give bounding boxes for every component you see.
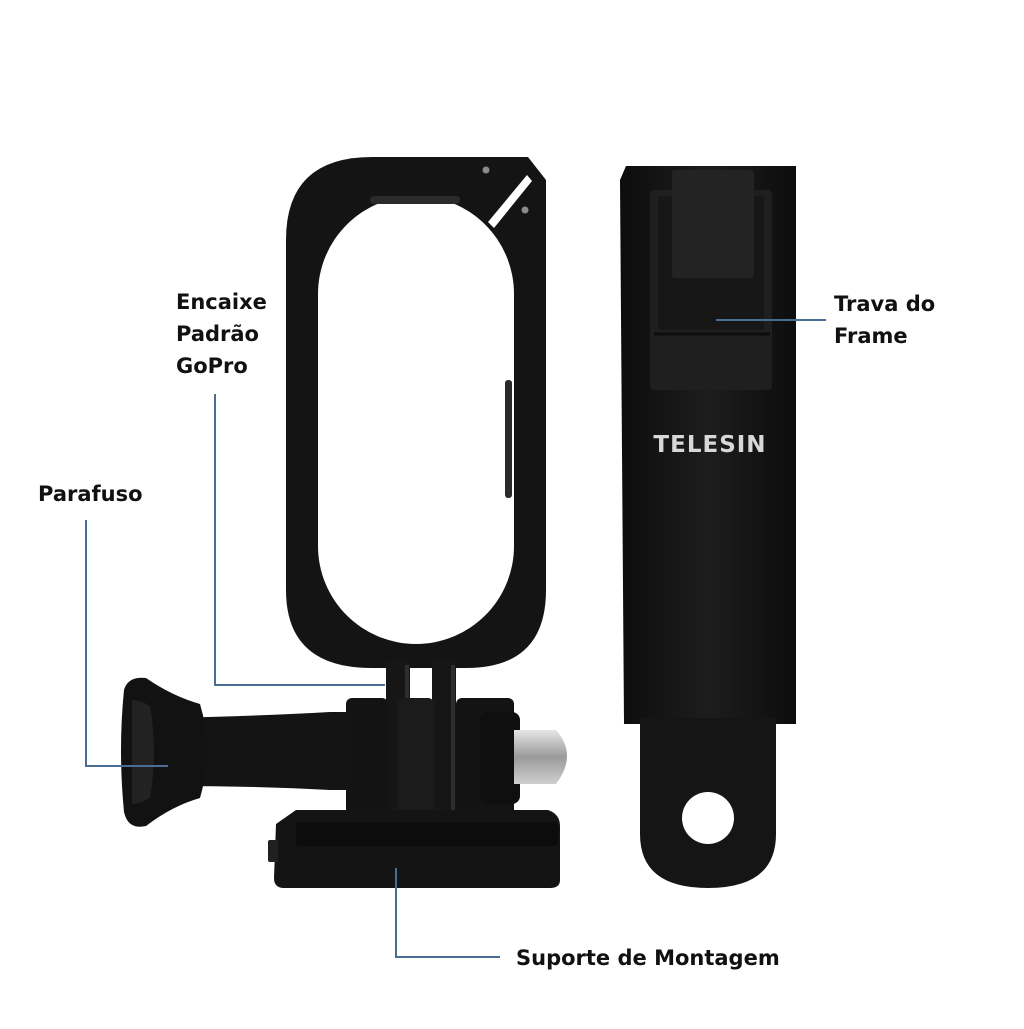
label-trava-line-2: Frame bbox=[834, 324, 908, 348]
lock-latch-tab bbox=[672, 170, 754, 278]
frame-opening bbox=[318, 196, 514, 644]
frame-pin-top bbox=[482, 166, 490, 174]
mount-plate bbox=[274, 810, 560, 888]
leader-parafuso bbox=[85, 520, 168, 767]
screw-steel-tip bbox=[514, 730, 567, 784]
frame-pin-bottom bbox=[521, 206, 529, 214]
frame-top-ridge bbox=[370, 196, 460, 204]
leader-lines bbox=[85, 319, 826, 958]
finger-2 bbox=[432, 660, 456, 825]
mount-plate-top bbox=[296, 822, 558, 846]
finger-shade-2 bbox=[451, 665, 455, 815]
lock-mount-hole bbox=[682, 792, 734, 844]
label-encaixe-line-3: GoPro bbox=[176, 354, 248, 378]
leader-suporte bbox=[395, 868, 500, 958]
frame-latch-gap bbox=[488, 175, 532, 228]
thumb-screw bbox=[121, 677, 567, 827]
frame-cage bbox=[286, 157, 546, 668]
label-trava-line-1: Trava do bbox=[834, 292, 936, 316]
mount-plate-tab bbox=[268, 840, 278, 862]
mount-base bbox=[268, 698, 560, 888]
frame-side-slot bbox=[505, 380, 512, 498]
label-suporte: Suporte de Montagem bbox=[516, 946, 780, 970]
mount-prong-1 bbox=[346, 698, 388, 828]
mount-nut bbox=[480, 712, 520, 804]
screw-shaft bbox=[168, 712, 350, 790]
screw-knob-highlight bbox=[132, 700, 154, 804]
frame-lock: TELESIN bbox=[620, 166, 796, 888]
label-encaixe-line-1: Encaixe bbox=[176, 290, 267, 314]
mount-prong-2 bbox=[398, 698, 434, 828]
label-parafuso: Parafuso bbox=[38, 482, 143, 506]
leader-encaixe bbox=[214, 394, 385, 686]
brand-logo: TELESIN bbox=[653, 432, 766, 458]
label-encaixe-line-2: Padrão bbox=[176, 322, 259, 346]
